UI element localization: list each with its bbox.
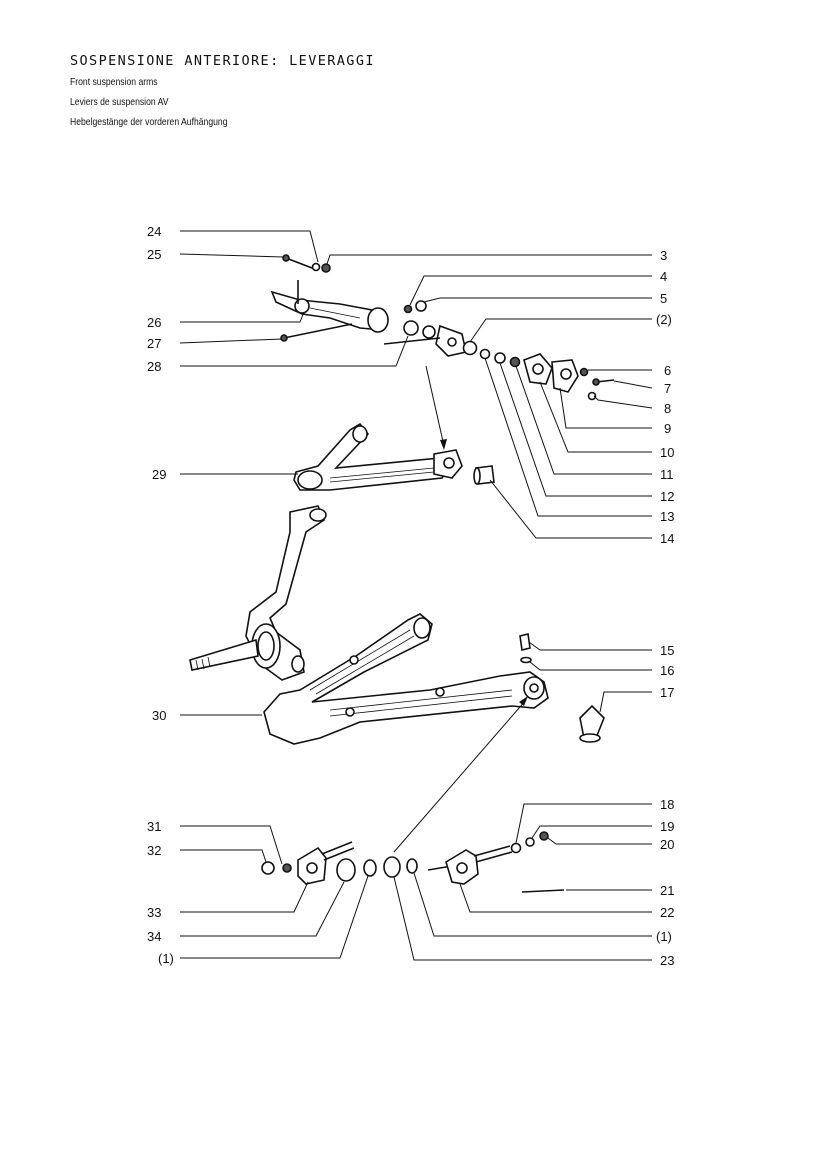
callout-22: 22 <box>660 905 674 920</box>
callout-28: 28 <box>147 359 161 374</box>
callout-5: 5 <box>660 291 667 306</box>
callout-23: 23 <box>660 953 674 968</box>
callout-25: 25 <box>147 247 161 262</box>
page-title: SOSPENSIONE ANTERIORE: LEVERAGGI <box>70 53 375 69</box>
callout-32: 32 <box>147 843 161 858</box>
callout-1-right: (1) <box>656 929 672 944</box>
callout-15: 15 <box>660 643 674 658</box>
subtitle-german: Hebelgestänge der vorderen Aufhängung <box>70 116 228 128</box>
callout-27: 27 <box>147 336 161 351</box>
callout-33: 33 <box>147 905 161 920</box>
wishbone-lower-arm-drawing <box>263 613 605 745</box>
callout-7: 7 <box>664 381 671 396</box>
callout-18: 18 <box>660 797 674 812</box>
subtitle-english: Front suspension arms <box>70 76 158 88</box>
callout-8: 8 <box>664 401 671 416</box>
callout-26: 26 <box>147 315 161 330</box>
callout-29: 29 <box>152 467 166 482</box>
callout-6: 6 <box>664 363 671 378</box>
callout-12: 12 <box>660 489 674 504</box>
callout-17: 17 <box>660 685 674 700</box>
callout-20: 20 <box>660 837 674 852</box>
callout-16: 16 <box>660 663 674 678</box>
callout-4: 4 <box>660 269 667 284</box>
subtitle-french: Leviers de suspension AV <box>70 96 169 108</box>
lower-link-arm-drawing <box>293 422 495 491</box>
callout-11: 11 <box>660 467 674 482</box>
callout-14: 14 <box>660 531 674 546</box>
callout-3: 3 <box>660 248 667 263</box>
callout-19: 19 <box>660 819 674 834</box>
lower-pivot-assembly-drawing <box>261 831 565 893</box>
callout-2: (2) <box>656 312 672 327</box>
callout-31: 31 <box>147 819 161 834</box>
upper-arm-assembly-drawing <box>270 254 615 401</box>
callout-13: 13 <box>660 509 674 524</box>
steering-knuckle-drawing <box>189 505 327 681</box>
callout-9: 9 <box>664 421 671 436</box>
leader-lines <box>179 230 653 961</box>
callout-1-left: (1) <box>158 951 174 966</box>
callout-labels: 24 25 26 27 28 29 30 31 32 33 34 (1) 3 4… <box>147 224 674 968</box>
callout-24: 24 <box>147 224 161 239</box>
callout-21: 21 <box>660 883 674 898</box>
callout-30: 30 <box>152 708 166 723</box>
callout-10: 10 <box>660 445 674 460</box>
callout-34: 34 <box>147 929 161 944</box>
